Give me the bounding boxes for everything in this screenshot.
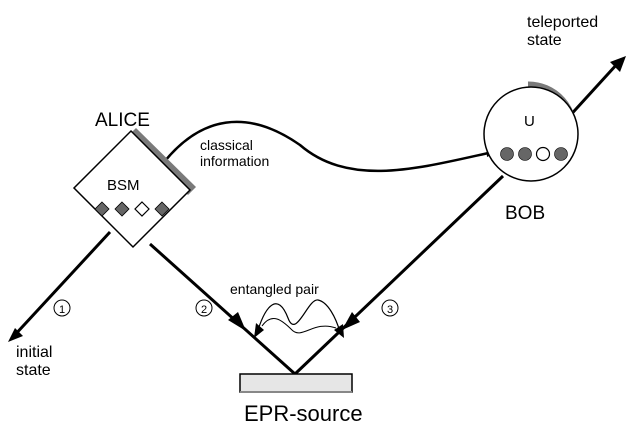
alice-bsm-box: [72, 128, 196, 249]
epr-source-label: EPR-source: [244, 401, 363, 426]
svg-text:3: 3: [387, 304, 393, 316]
beam-3: [293, 174, 505, 376]
classical-label-line1: classical: [200, 137, 253, 153]
beam-2: [148, 242, 297, 376]
teleported-beam: [564, 61, 620, 122]
teleported-label-line1: teleported: [527, 14, 598, 31]
bob-indicator-3-icon: [535, 146, 551, 162]
path-3-marker: 3: [381, 299, 399, 317]
bob-indicators: [500, 146, 568, 162]
initial-label-line1: initial: [16, 344, 52, 361]
entangled-wave: [257, 299, 341, 333]
bsm-indicators: [94, 201, 170, 217]
svg-text:1: 1: [59, 304, 65, 316]
entangled-wave-left-tip: [254, 323, 264, 338]
bsm-indicator-1-icon: [94, 201, 110, 217]
bob-indicator-4-icon: [554, 147, 568, 161]
svg-text:2: 2: [201, 304, 207, 316]
path-2-marker: 2: [195, 299, 213, 317]
beam-3-arrowhead: [342, 312, 360, 330]
classical-channel-curve: [156, 120, 494, 173]
teleported-label-line2: state: [527, 32, 562, 49]
initial-beam: [10, 230, 112, 340]
initial-arrowhead: [8, 328, 23, 342]
bob-circle: [483, 86, 579, 182]
bsm-box-face: [72, 129, 192, 249]
bsm-indicator-3-icon: [134, 201, 150, 217]
teleported-arrowhead: [610, 56, 626, 72]
bsm-indicator-4-icon: [154, 201, 170, 217]
entangled-wave-lower: [261, 317, 337, 334]
bob-indicator-1-icon: [500, 147, 514, 161]
initial-label-line2: state: [16, 362, 51, 379]
classical-label-line2: information: [200, 153, 269, 169]
path-1-marker: 1: [53, 299, 71, 317]
bob-label: BOB: [505, 203, 545, 224]
bsm-indicator-2-icon: [114, 201, 130, 217]
bob-station: [483, 81, 579, 182]
beam-2-arrowhead: [228, 312, 246, 331]
entangled-wave-right-tip: [334, 324, 344, 338]
entangled-pair-label: entangled pair: [230, 281, 319, 297]
bob-indicator-2-icon: [518, 147, 532, 161]
alice-label: ALICE: [95, 110, 150, 131]
epr-source-block: [239, 373, 353, 393]
bsm-label: BSM: [107, 177, 140, 194]
unitary-label: U: [524, 113, 535, 130]
